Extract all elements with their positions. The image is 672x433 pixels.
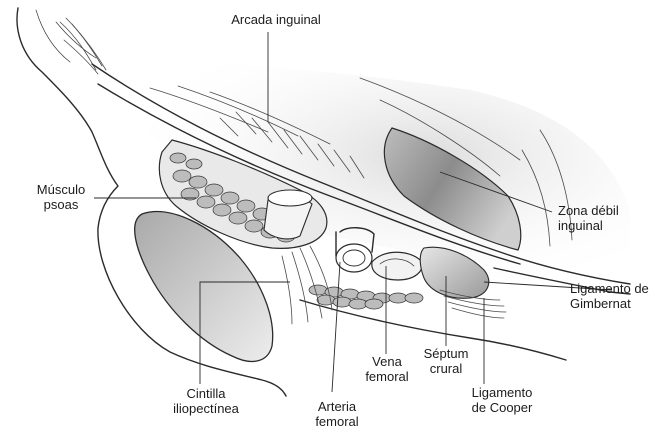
label-septum-crural: Séptum crural	[412, 346, 480, 376]
label-arteria-line2: femoral	[300, 414, 374, 429]
label-arcada-inguinal: Arcada inguinal	[206, 12, 346, 27]
label-arteria-line1: Arteria	[300, 399, 374, 414]
label-arteria-femoral: Arteria femoral	[300, 399, 374, 429]
leader-arteria	[332, 262, 340, 392]
label-ligamento-cooper: Ligamento de Cooper	[452, 385, 552, 415]
iliopectineal-band	[282, 246, 332, 324]
label-musculo-line1: Músculo	[28, 182, 94, 197]
label-gimbernat-line2: Gimbernat	[570, 296, 649, 311]
label-vena-femoral: Vena femoral	[352, 354, 422, 384]
label-cintilla-line1: Cintilla	[158, 386, 254, 401]
label-vena-line2: femoral	[352, 369, 422, 384]
label-septum-line1: Séptum	[412, 346, 480, 361]
label-zona-debil: Zona débil inguinal	[558, 203, 619, 233]
femoral-artery-section	[336, 244, 372, 272]
label-cooper-line1: Ligamento	[452, 385, 552, 400]
label-gimbernat-line1: Ligamento de	[570, 281, 649, 296]
label-zona-line1: Zona débil	[558, 203, 619, 218]
label-cintilla-iliopectinea: Cintilla iliopectínea	[158, 386, 254, 416]
cooper-ligament-texture	[309, 285, 423, 309]
label-vena-line1: Vena	[352, 354, 422, 369]
label-cooper-line2: de Cooper	[452, 400, 552, 415]
label-cintilla-line2: iliopectínea	[158, 401, 254, 416]
label-musculo-line2: psoas	[28, 197, 94, 212]
label-ligamento-gimbernat: Ligamento de Gimbernat	[570, 281, 649, 311]
label-musculo-psoas: Músculo psoas	[28, 182, 94, 212]
label-septum-line2: crural	[412, 361, 480, 376]
femoral-vein	[372, 252, 422, 280]
femoral-nerve-end	[268, 190, 312, 206]
label-zona-line2: inguinal	[558, 218, 619, 233]
iliac-crest-line	[36, 10, 70, 62]
